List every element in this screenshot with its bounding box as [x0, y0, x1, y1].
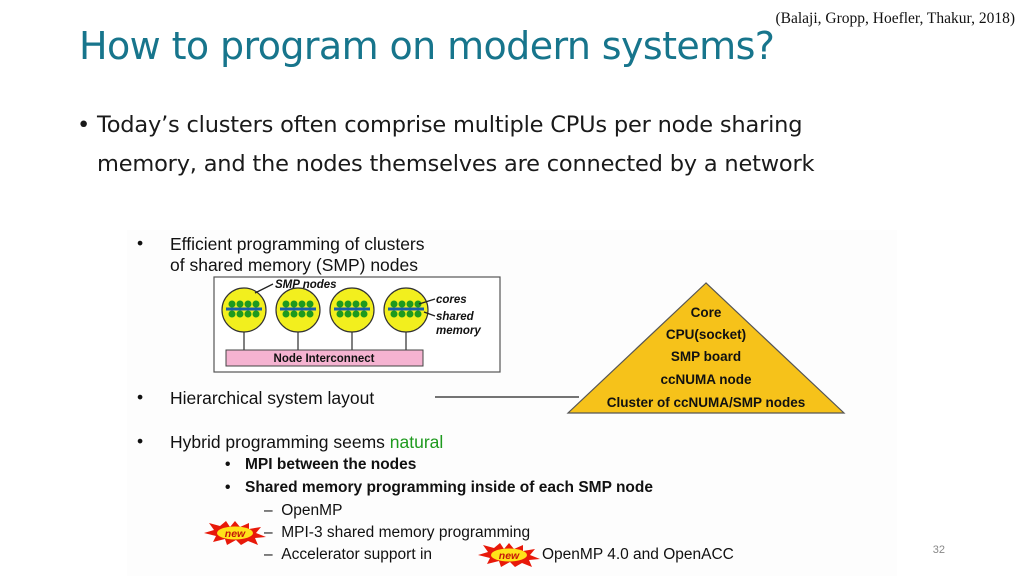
- page-number: 32: [932, 544, 945, 556]
- pyramid-level: Cluster of ccNUMA/SMP nodes: [607, 395, 806, 410]
- pyramid-level: SMP board: [671, 349, 741, 364]
- cores-label: cores: [436, 294, 467, 306]
- cores-pointer: [418, 298, 436, 305]
- dash-item-3: – Accelerator support in: [264, 546, 433, 563]
- new-badge-icon: new: [478, 543, 540, 567]
- citation: (Balaji, Gropp, Hoefler, Thakur, 2018): [775, 10, 1015, 27]
- smp-node: [329, 287, 375, 352]
- pyramid-shape: [566, 282, 846, 414]
- bullet-line-1: Today’s clusters often comprise multiple…: [97, 112, 803, 138]
- main-bullet: • Today’s clusters often comprise multip…: [77, 106, 897, 184]
- bullet-dot: •: [77, 112, 91, 138]
- smp-nodes-pointer: [254, 283, 274, 294]
- slide-title: How to program on modern systems?: [79, 24, 775, 68]
- fig-bullet-dot: •: [137, 387, 144, 407]
- new-badge-label: new: [225, 528, 246, 540]
- node-interconnect-bar: [225, 349, 424, 367]
- smp-node: [383, 287, 429, 352]
- fig-bullet-dot: •: [137, 431, 144, 451]
- shared-memory-pointer: [423, 311, 436, 317]
- fig-bullet-1-line-2: of shared memory (SMP) nodes: [170, 255, 419, 275]
- memory-label: memory: [436, 325, 481, 337]
- new-badge-label: new: [499, 550, 520, 562]
- pyramid-level: CPU(socket): [666, 327, 746, 342]
- dash-item-1-text: OpenMP: [281, 502, 343, 519]
- dash-item-2-text: MPI-3 shared memory programming: [281, 524, 531, 541]
- dash-item-3-text: Accelerator support in: [281, 546, 433, 563]
- fig-bullet-3-prefix: Hybrid programming seems: [170, 432, 390, 452]
- dash-item-1: – OpenMP: [264, 502, 343, 519]
- sub-bullet-2: Shared memory programming inside of each…: [245, 479, 653, 496]
- natural-word: natural: [389, 432, 444, 452]
- new-badge-icon: new: [204, 521, 266, 545]
- dash-item-3-suffix: OpenMP 4.0 and OpenACC: [542, 546, 734, 563]
- dash-item-2: – MPI-3 shared memory programming: [264, 524, 531, 541]
- pyramid-level: Core: [691, 305, 722, 320]
- smp-cluster-diagram: SMP nodes cores shared memory Node Inter…: [213, 276, 501, 373]
- bullet-line-2: memory, and the nodes themselves are con…: [97, 151, 815, 177]
- fig-bullet-1-line-1: Efficient programming of clusters: [170, 234, 425, 254]
- smp-node: [221, 287, 267, 352]
- sub-bullet-dot: •: [225, 479, 231, 496]
- fig-bullet-3: Hybrid programming seems natural: [170, 432, 443, 453]
- fig-bullet-dot: •: [137, 233, 144, 253]
- sub-bullet-1: MPI between the nodes: [245, 456, 417, 473]
- fig-bullet-2: Hierarchical system layout: [170, 388, 375, 408]
- node-interconnect-label: Node Interconnect: [274, 353, 375, 365]
- shared-label: shared: [436, 311, 475, 323]
- hierarchy-pyramid: Core CPU(socket) SMP board ccNUMA node C…: [435, 282, 846, 414]
- pyramid-level: ccNUMA node: [660, 372, 751, 387]
- smp-nodes-label: SMP nodes: [275, 279, 337, 291]
- embedded-figure: • Efficient programming of clusters of s…: [127, 230, 897, 576]
- smp-node: [275, 287, 321, 352]
- sub-bullet-dot: •: [225, 456, 231, 473]
